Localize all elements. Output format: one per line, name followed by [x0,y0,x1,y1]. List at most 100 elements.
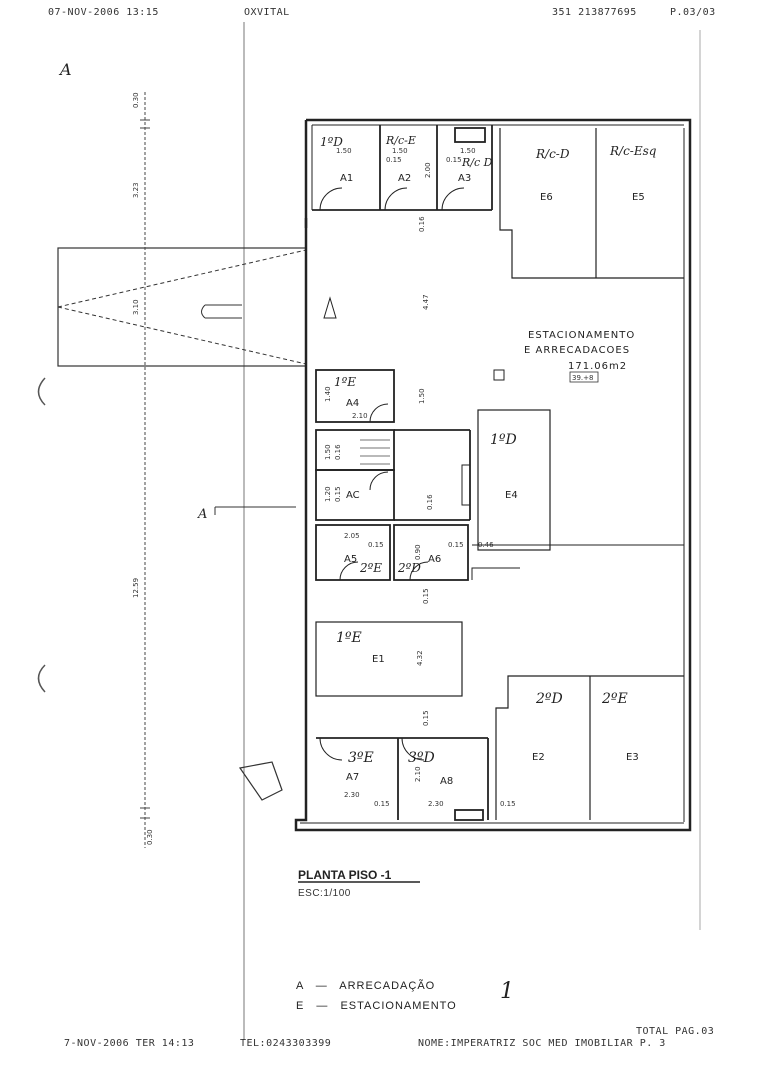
dim: 0.15 [386,156,402,164]
main-area-label-2: E ARRECADACOES [524,345,630,356]
entrance-ramp [57,247,307,367]
room-e4: E4 [505,490,518,501]
dim-left-310: 3.10 [132,299,140,315]
fax-footer-name: NOME:IMPERATRIZ SOC MED IMOBILIAR P. 3 [418,1038,666,1049]
dim-left-030a: 0.30 [132,92,140,108]
dim: 0.15 [368,541,384,549]
main-area-size: 171.06m2 [568,361,627,372]
hand-a1: 1ºD [320,135,343,149]
dim: 0.15 [334,486,342,502]
dim: 2.30 [428,800,444,808]
entrance-arrow [323,296,337,319]
room-e1: E1 [372,654,385,665]
hand-a5: 2ºE [359,561,382,575]
section-mark-a: A [197,507,207,522]
dim: 0.16 [334,444,342,460]
room-a1: A1 [340,173,353,184]
plan-scale: ESC:1/100 [298,888,351,899]
top-storage-walls [312,125,493,211]
fax-header-sender: OXVITAL [244,7,290,18]
building-outline [294,118,692,832]
dim: 2.05 [344,532,360,540]
binder-hole-mark [37,377,46,406]
dim: 1.50 [460,147,476,155]
bottom-storage-walls [316,737,489,821]
legend-text-a: ARRECADAÇÃO [339,980,436,992]
hand-e2: 2ºD [535,691,563,707]
dim: 1.50 [336,147,352,155]
dim: 1.50 [324,444,332,460]
dim: 0.16 [418,216,426,232]
dim: 2.10 [414,766,422,782]
dim: 1.20 [324,486,332,502]
dim: 4.47 [422,294,430,310]
fax-footer-total: TOTAL PAG.03 [636,1026,715,1037]
dim: 4.32 [416,650,424,666]
fax-header-datetime: 07-NOV-2006 13:15 [48,7,159,18]
room-a4: A4 [346,398,359,409]
hand-a3: R/c D [461,156,493,169]
fax-header-page: P.03/03 [670,7,716,18]
legend-item-e: E — ESTACIONAMENTO [296,1000,457,1012]
hand-e6: R/c-D [535,147,570,161]
hand-e3: 2ºE [601,691,628,707]
fax-footer-date: 7-NOV-2006 TER 14:13 [64,1038,195,1049]
legend-item-a: A — ARRECADAÇÃO [296,980,435,992]
dim: 2.10 [352,412,368,420]
parking-e1 [315,621,463,697]
room-e2: E2 [532,752,545,763]
room-a8: A8 [440,776,453,787]
hand-e5: R/c-Esq [609,144,657,158]
hand-e4: 1ºD [490,432,517,448]
fax-header-number: 351 213877695 [552,7,637,18]
staircase [360,439,390,465]
dim: 0.15 [422,710,430,726]
legend-key-e: E [296,1000,305,1012]
room-a3: A3 [458,173,471,184]
main-area-tag: 39.+8 [572,374,593,382]
legend-key-a: A [296,980,304,992]
room-e5: E5 [632,192,645,203]
room-a5: A5 [344,554,357,565]
hand-a7: 3ºE [348,750,374,766]
room-e6: E6 [540,192,553,203]
plan-title: PLANTA PISO -1 [298,868,392,882]
legend-dash-a: — [315,980,328,992]
column [493,369,505,381]
dim: 1.40 [324,386,332,402]
legend-dash-e: — [316,1000,329,1012]
dim: 0.90 [414,544,422,560]
dim: 0.15 [448,541,464,549]
dim: 0.15 [422,588,430,604]
storage-a5-a6 [315,524,684,581]
handwritten-arrow [238,761,283,801]
legend-text-e: ESTACIONAMENTO [340,1000,457,1012]
parking-e4 [477,409,551,551]
hand-e1: 1ºE [336,630,362,646]
fax-footer-tel: TEL:0243303399 [240,1038,332,1049]
binder-hole-mark [37,664,46,693]
dim: 2.30 [344,791,360,799]
hand-a2: R/c-E [385,134,416,147]
handwritten-signature: 1 [500,979,514,1004]
room-a2: A2 [398,173,411,184]
left-storage-walls [315,369,471,521]
room-ac: AC [346,490,360,501]
parking-e6-e5 [499,128,684,279]
dim: 0.46 [478,541,494,549]
hand-a8: 3ºD [408,750,435,766]
dim: 0.15 [446,156,462,164]
dim-left-1259: 12.59 [132,578,140,598]
dim: 1.50 [418,388,426,404]
room-a7: A7 [346,772,359,783]
north-mark: A [58,60,72,79]
hand-a4: 1ºE [334,375,356,389]
dim: 2.00 [424,162,432,178]
room-e3: E3 [626,752,639,763]
dim: 1.50 [392,147,408,155]
room-a6: A6 [428,554,441,565]
dim: 0.15 [374,800,390,808]
hand-a6: 2ºD [397,561,421,575]
parking-e2-e3 [495,675,684,820]
